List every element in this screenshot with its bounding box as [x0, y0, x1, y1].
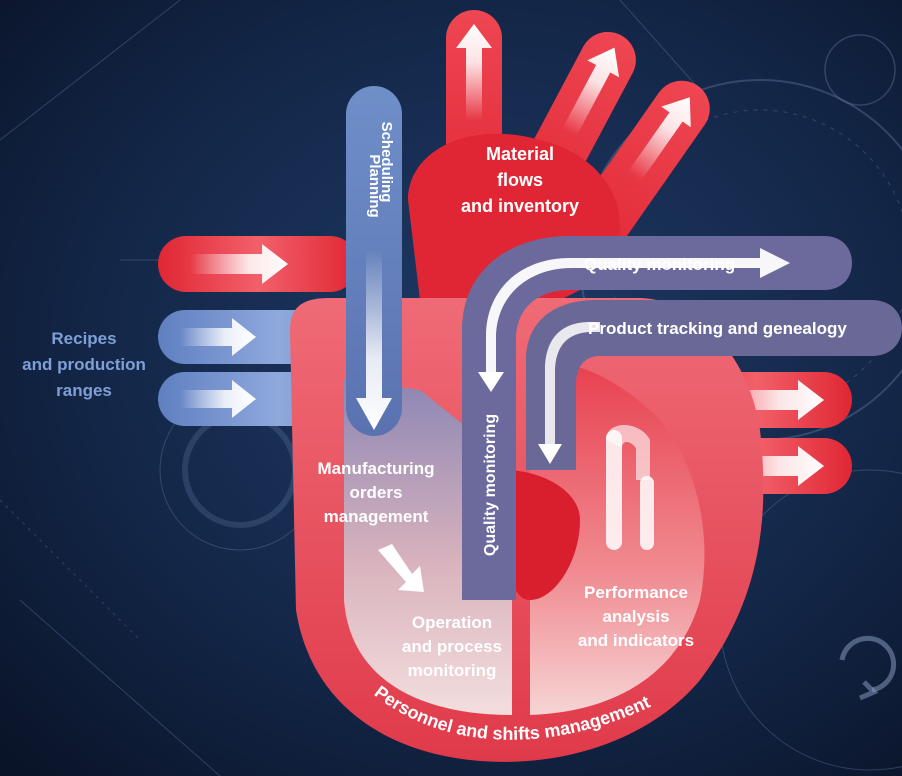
labels: Planning Scheduling Material flows and i… [22, 122, 847, 680]
manufacturing-line3: management [324, 507, 429, 526]
performance-line1: Performance [584, 583, 688, 602]
scheduling-label: Scheduling [378, 122, 395, 203]
planning-scheduling-pipe [346, 86, 402, 436]
aorta-arteries [408, 10, 710, 300]
performance-line2: analysis [602, 607, 669, 626]
manufacturing-line2: orders [350, 483, 403, 502]
planning-label: Planning [366, 154, 383, 217]
operation-line2: and process [402, 637, 502, 656]
operation-line3: monitoring [408, 661, 497, 680]
quality-monitoring-loop [462, 236, 902, 600]
operation-line1: Operation [412, 613, 492, 632]
manufacturing-line1: Manufacturing [317, 459, 434, 478]
material-flows-line1: Material [486, 144, 554, 164]
refresh-icon [839, 635, 897, 701]
recipes-line1: Recipes [51, 329, 116, 348]
quality-monitoring-top-label: Quality monitoring [584, 255, 735, 274]
operation-arrow [378, 544, 424, 592]
product-tracking-label: Product tracking and genealogy [588, 319, 847, 338]
material-flows-line3: and inventory [461, 196, 579, 216]
quality-monitoring-vertical-label: Quality monitoring [482, 414, 499, 556]
right-chamber-arrows [606, 425, 654, 550]
red-inflow-pipe [158, 236, 358, 292]
recipes-line3: ranges [56, 381, 112, 400]
recipes-line2: and production [22, 355, 146, 374]
performance-line3: and indicators [578, 631, 694, 650]
material-flows-line2: flows [497, 170, 543, 190]
